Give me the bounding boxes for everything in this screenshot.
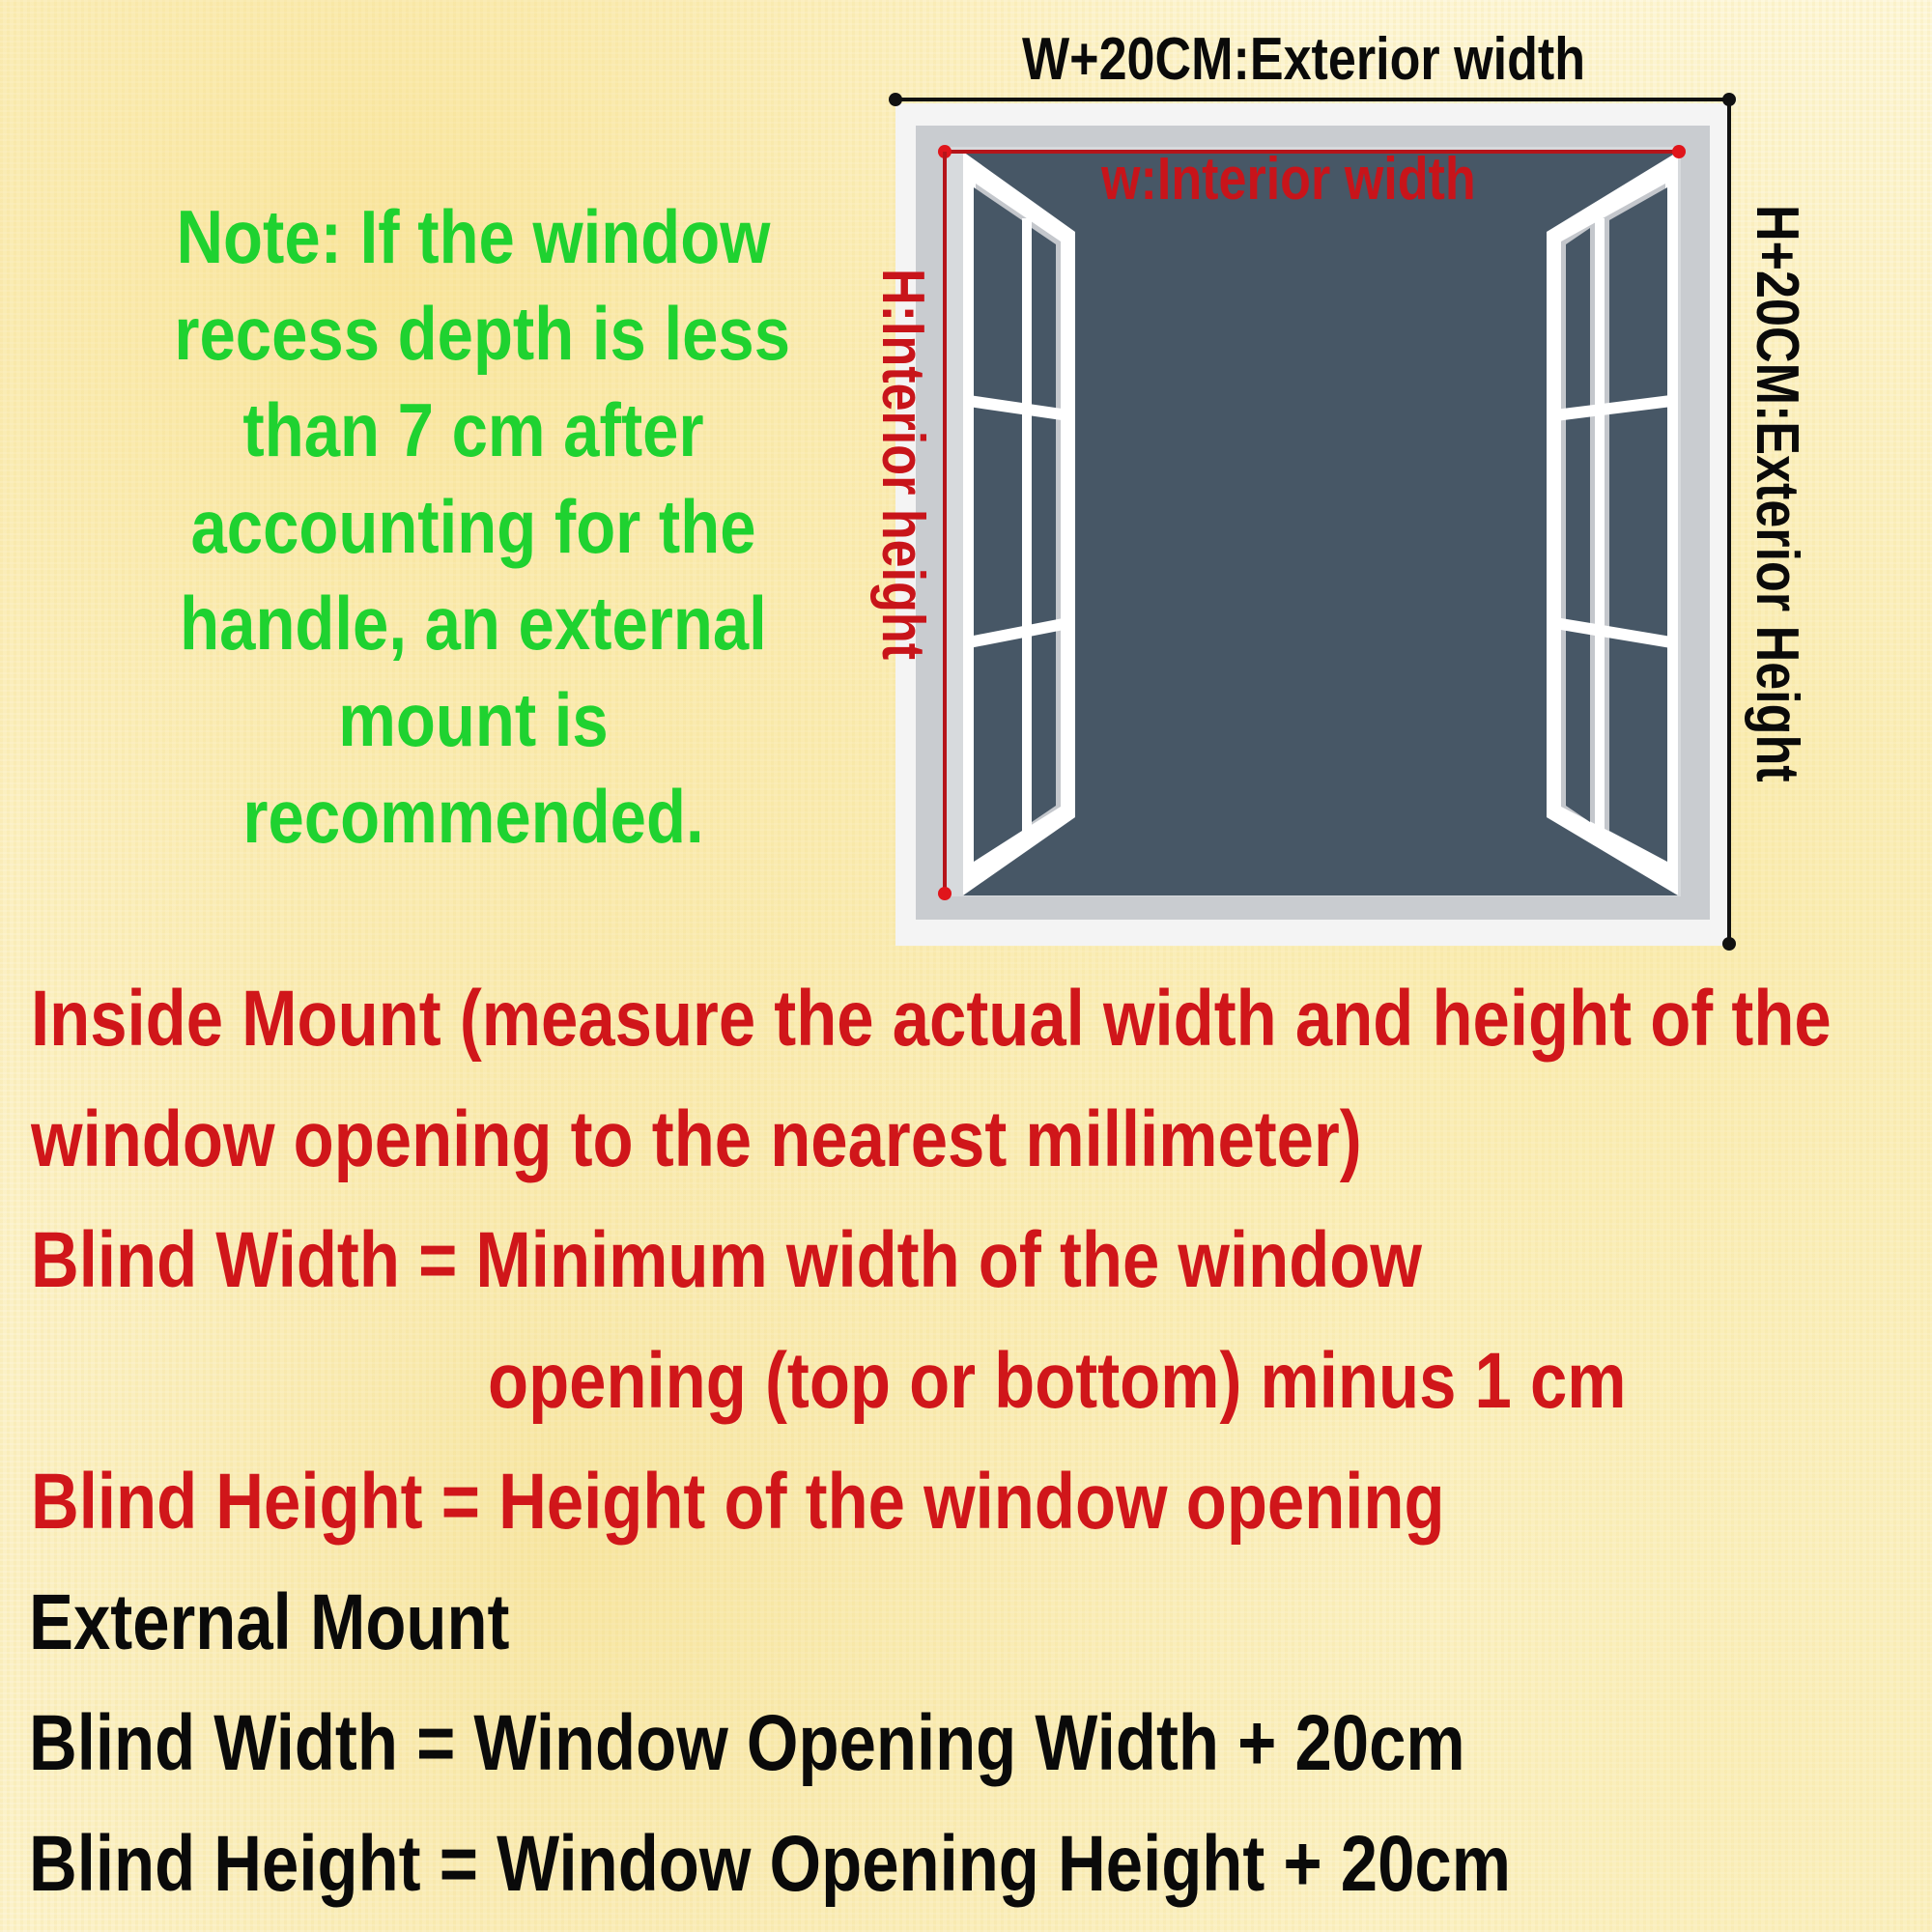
inside-mount-title-line1: Inside Mount (measure the actual width a… xyxy=(31,975,1832,1063)
inside-blind-width-line2: opening (top or bottom) minus 1 cm xyxy=(488,1337,1627,1425)
exterior-width-label: W+20CM:Exterior width xyxy=(1022,26,1586,93)
note-line: mount is xyxy=(338,677,609,762)
external-mount-title: External Mount xyxy=(29,1578,510,1666)
interior-width-endpoint xyxy=(1672,145,1686,158)
external-blind-width-line: Blind Width = Window Opening Width + 20c… xyxy=(29,1699,1465,1787)
external-mount-note: Note: If the window recess depth is less… xyxy=(126,188,821,865)
exterior-height-endpoint xyxy=(1722,937,1736,951)
interior-height-endpoint xyxy=(938,887,952,900)
left-window-pane xyxy=(963,152,1075,895)
note-line: Note: If the window xyxy=(176,194,771,279)
note-line: than 7 cm after xyxy=(242,387,704,472)
interior-width-label: w:Interior width xyxy=(1101,146,1476,213)
interior-height-label: H:Interior height xyxy=(869,269,936,661)
right-window-pane xyxy=(1547,152,1678,895)
inside-mount-title-line2: window opening to the nearest millimeter… xyxy=(31,1095,1362,1183)
inside-blind-height-line: Blind Height = Height of the window open… xyxy=(31,1458,1445,1546)
exterior-width-endpoint xyxy=(889,93,902,106)
note-line: recess depth is less xyxy=(174,291,791,376)
external-blind-height-line: Blind Height = Window Opening Height + 2… xyxy=(29,1820,1511,1908)
exterior-height-label: H+20CM:Exterior Height xyxy=(1744,205,1810,782)
note-line: recommended. xyxy=(242,774,704,859)
inside-blind-width-line1: Blind Width = Minimum width of the windo… xyxy=(31,1216,1422,1304)
note-line: handle, an external xyxy=(180,581,767,666)
note-line: accounting for the xyxy=(190,484,756,569)
